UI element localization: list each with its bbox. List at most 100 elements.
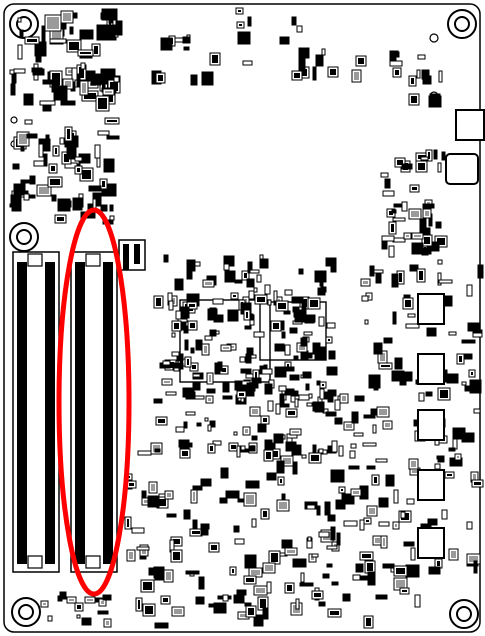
- smd-component: [225, 490, 240, 499]
- smd-component: [300, 572, 305, 583]
- smd-component: [281, 539, 293, 549]
- component-pad: [244, 273, 247, 278]
- smd-component: [392, 237, 406, 243]
- smd-component: [359, 575, 371, 581]
- component-pad: [380, 353, 385, 361]
- smd-component: [41, 25, 46, 42]
- smd-component: [166, 513, 173, 518]
- smd-component: [192, 485, 203, 491]
- component-pad: [471, 372, 473, 375]
- smd-component: [266, 384, 272, 390]
- component-pad: [68, 70, 72, 73]
- smd-component: [266, 581, 272, 594]
- component-pad: [69, 42, 79, 50]
- component-pad: [328, 339, 330, 341]
- smd-component: [301, 454, 307, 459]
- smd-component: [301, 301, 307, 312]
- smd-component: [316, 505, 321, 516]
- smd-component: [298, 268, 304, 275]
- component-pad: [299, 345, 305, 350]
- smd-component: [175, 426, 185, 433]
- smd-component: [318, 316, 325, 327]
- component-pad: [248, 608, 254, 615]
- component-pad: [271, 553, 278, 562]
- component-pad: [105, 91, 112, 93]
- smd-component: [251, 518, 257, 528]
- component-pad: [246, 578, 254, 582]
- smd-component: [448, 331, 457, 336]
- smd-component: [331, 440, 338, 453]
- component-pad: [127, 519, 129, 527]
- component-pad: [273, 323, 279, 329]
- component-pad: [209, 375, 211, 382]
- smd-component: [240, 445, 246, 451]
- smd-component: [23, 193, 30, 201]
- smd-component: [321, 48, 326, 56]
- component-pad: [437, 561, 440, 566]
- smd-component: [207, 424, 212, 432]
- component-pad: [425, 211, 429, 216]
- smd-component: [13, 183, 26, 196]
- smd-component: [219, 497, 228, 504]
- smd-component: [154, 448, 161, 453]
- component-pad: [47, 17, 59, 29]
- smd-component: [426, 327, 437, 337]
- component-pad: [27, 39, 37, 42]
- smd-component: [327, 397, 334, 403]
- component-pad: [414, 235, 421, 237]
- smd-component: [318, 601, 326, 607]
- component-pad: [263, 511, 267, 517]
- component-pad: [193, 492, 195, 501]
- smd-component: [249, 269, 260, 274]
- smd-component: [311, 553, 319, 558]
- smd-component: [473, 408, 481, 414]
- smd-component: [19, 29, 24, 39]
- component-pad: [257, 297, 265, 302]
- component-pad: [292, 431, 299, 433]
- component-pad: [301, 69, 307, 76]
- component-pad: [314, 593, 321, 597]
- smd-component: [306, 402, 313, 407]
- component-pad: [260, 599, 266, 608]
- smd-component: [362, 442, 377, 447]
- smd-component: [234, 279, 243, 284]
- smd-component: [102, 594, 112, 601]
- component-pad: [69, 599, 74, 601]
- smd-component: [477, 264, 484, 279]
- smd-component: [273, 433, 284, 444]
- smd-component: [319, 388, 325, 400]
- smd-component: [229, 314, 235, 322]
- smd-component: [201, 71, 214, 86]
- smd-component: [446, 373, 459, 384]
- smd-component: [393, 203, 402, 208]
- smd-component: [171, 351, 180, 357]
- smd-component: [452, 427, 466, 440]
- smd-component: [405, 323, 420, 329]
- smd-component: [406, 498, 415, 505]
- component-pad: [222, 368, 226, 372]
- smd-component: [291, 16, 297, 26]
- smd-component: [308, 393, 313, 399]
- smd-component: [198, 576, 205, 590]
- smd-component: [361, 295, 369, 302]
- smd-component: [320, 346, 327, 359]
- smd-component: [253, 287, 258, 293]
- smd-component: [240, 368, 252, 374]
- component-pad: [211, 545, 217, 550]
- component-pad: [87, 599, 93, 601]
- smd-component: [162, 360, 171, 366]
- smd-component: [147, 495, 160, 508]
- smd-component: [183, 509, 191, 520]
- smd-component: [383, 337, 393, 344]
- component-pad: [63, 13, 71, 21]
- component-pad: [459, 356, 462, 362]
- smd-component: [222, 395, 233, 400]
- component-pad: [447, 474, 452, 476]
- smd-component: [171, 332, 176, 338]
- smd-component: [223, 263, 230, 271]
- smd-component: [60, 100, 76, 106]
- component-pad: [190, 323, 195, 328]
- smd-component: [461, 381, 467, 386]
- component-pad: [166, 572, 171, 580]
- component-pad: [311, 556, 314, 560]
